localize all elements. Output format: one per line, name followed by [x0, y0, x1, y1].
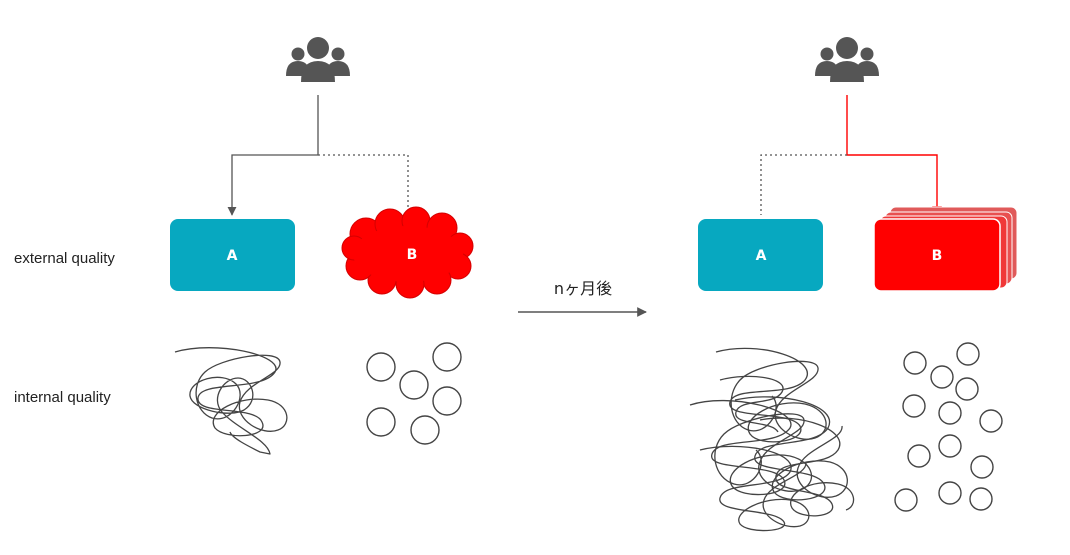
- cloud-b: [341, 206, 474, 299]
- box-a-label: A: [227, 248, 238, 264]
- tangled-code-icon: [174, 347, 288, 455]
- box-b-after-label: B: [932, 248, 943, 264]
- box-b-stack: [873, 206, 1018, 292]
- connector-to-a: [227, 95, 319, 216]
- modular-code-icon: [366, 342, 462, 445]
- box-a: [170, 219, 295, 291]
- box-a-after-label: A: [756, 248, 767, 264]
- box-a-after: [698, 219, 823, 291]
- users-icon: [815, 37, 879, 82]
- connector-to-a-dotted: [760, 154, 847, 215]
- transition-label: nヶ月後: [554, 279, 612, 298]
- internal-quality-label: internal quality: [14, 389, 111, 406]
- tangled-code-large-icon: [689, 347, 855, 532]
- connector-to-b-dotted: [318, 154, 409, 215]
- users-icon: [286, 37, 350, 82]
- cloud-b-label: B: [407, 247, 418, 263]
- modular-code-many-icon: [894, 342, 1003, 512]
- external-quality-label: external quality: [14, 250, 115, 267]
- connector-to-b-red: [846, 95, 942, 216]
